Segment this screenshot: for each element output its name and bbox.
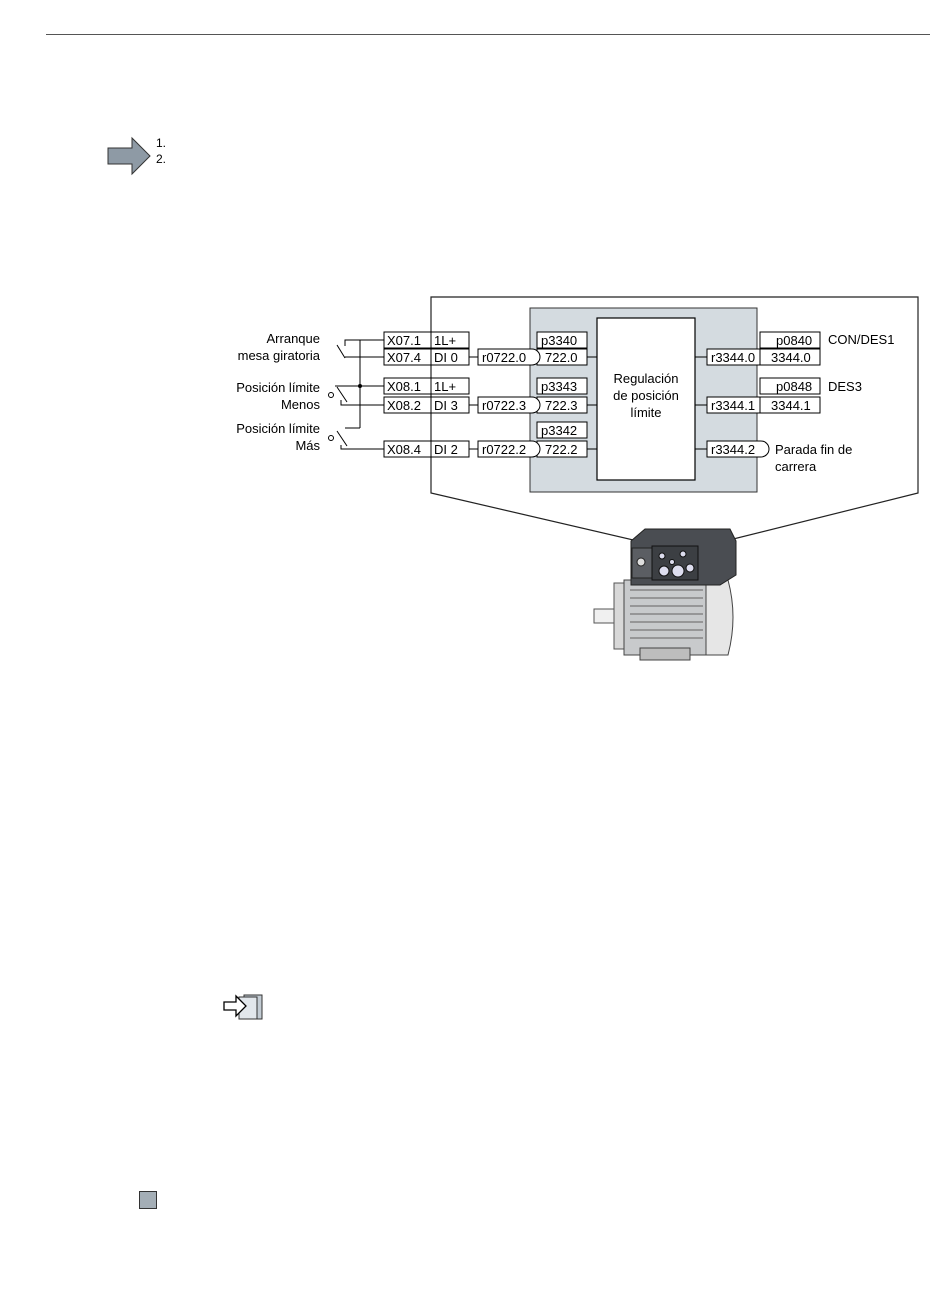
value-3344-1: 3344.1 [771,398,811,413]
label-menos-1: Posición límite [236,380,320,395]
contact-point-mas [328,435,334,441]
output-parameter-boxes [759,331,821,414]
signal-X07-4: DI 0 [434,350,458,365]
label-mas-1: Posición límite [236,421,320,436]
param-p0840: p0840 [776,333,812,348]
input-parameter-boxes [536,331,588,458]
top-rule [46,34,930,35]
signal-X08-1: 1L+ [434,379,456,394]
source-r3344-1: r3344.1 [711,398,755,413]
step-number-2: 2. [156,152,167,166]
source-r0722-2: r0722.2 [482,442,526,457]
procedure-steps: 1. 2. [106,136,306,176]
signal-X08-4: DI 2 [434,442,458,457]
value-722-2: 722.2 [545,442,578,457]
source-r3344-2: r3344.2 [711,442,755,457]
signal-X07-1: 1L+ [434,333,456,348]
input-source-connectors [477,348,541,458]
value-3344-0: 3344.0 [771,350,811,365]
book-reference-icon [223,994,263,1020]
param-p0848: p0848 [776,379,812,394]
terminal-X08-1: X08.1 [387,379,421,394]
label-menos-2: Menos [281,397,321,412]
source-r3344-0: r3344.0 [711,350,755,365]
function-block-line-3: límite [630,405,661,420]
contact-point-menos [328,392,334,398]
end-square-icon [139,1191,157,1209]
function-block [596,317,696,481]
terminal-X07-1: X07.1 [387,333,421,348]
label-arranque-1: Arranque [267,331,320,346]
block-connections [587,356,707,450]
junction-dot [358,384,362,388]
value-722-3: 722.3 [545,398,578,413]
signal-X08-2: DI 3 [434,398,458,413]
step-number-1: 1. [156,136,167,150]
terminal-block [383,331,470,458]
terminal-X08-2: X08.2 [387,398,421,413]
terminal-X08-4: X08.4 [387,442,421,457]
label-parada-1: Parada fin de [775,442,852,457]
input-connections [469,356,478,450]
motor-illustration [593,528,737,661]
label-des3: DES3 [828,379,862,394]
param-p3340: p3340 [541,333,577,348]
source-r0722-3: r0722.3 [482,398,526,413]
terminal-X07-4: X07.4 [387,350,421,365]
source-r0722-0: r0722.0 [482,350,526,365]
value-722-0: 722.0 [545,350,578,365]
input-switches [335,339,384,450]
label-mas-2: Más [295,438,320,453]
function-block-line-1: Regulación [613,371,678,386]
param-p3343: p3343 [541,379,577,394]
callout-frame [430,296,919,549]
function-block-line-2: de posición [613,388,679,403]
label-arranque-2: mesa giratoria [238,348,321,363]
label-con-des1: CON/DES1 [828,332,894,347]
param-p3342: p3342 [541,423,577,438]
label-parada-2: carrera [775,459,817,474]
arrow-right-icon [107,136,151,176]
